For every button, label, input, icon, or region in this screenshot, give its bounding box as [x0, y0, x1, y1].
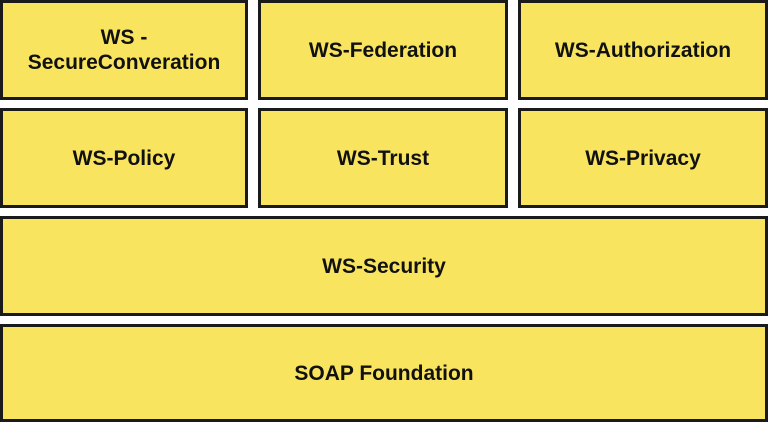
ws-federation-block: WS-Federation	[258, 0, 508, 100]
soap-foundation-label: SOAP Foundation	[294, 361, 474, 385]
ws-federation-label: WS-Federation	[308, 38, 458, 62]
ws-privacy-block: WS-Privacy	[518, 108, 768, 208]
ws-secure-conversation-block: WS - SecureConveration	[0, 0, 248, 100]
soap-foundation-block: SOAP Foundation	[0, 324, 768, 422]
ws-trust-block: WS-Trust	[258, 108, 508, 208]
ws-authorization-block: WS-Authorization	[518, 0, 768, 100]
ws-security-block: WS-Security	[0, 216, 768, 316]
ws-policy-block: WS-Policy	[0, 108, 248, 208]
ws-secure-conversation-label: WS - SecureConveration	[27, 26, 221, 74]
ws-privacy-label: WS-Privacy	[585, 146, 701, 170]
ws-security-label: WS-Security	[322, 254, 446, 278]
ws-authorization-label: WS-Authorization	[554, 38, 732, 62]
ws-policy-label: WS-Policy	[72, 146, 176, 170]
ws-trust-label: WS-Trust	[336, 146, 430, 170]
